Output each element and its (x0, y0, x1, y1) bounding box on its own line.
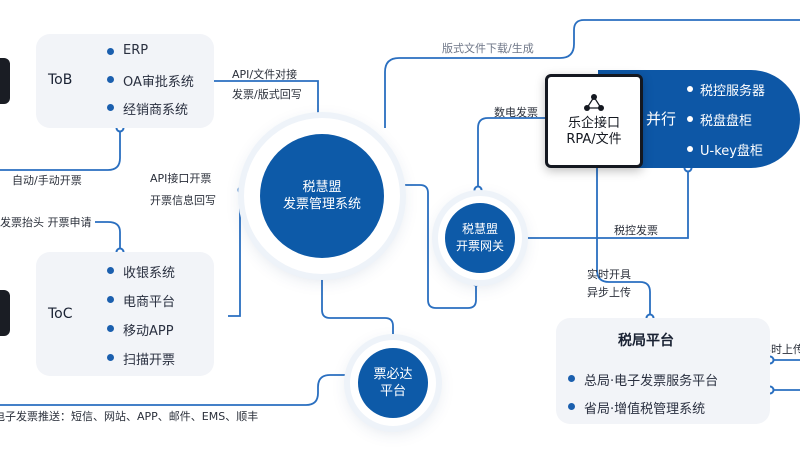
tob-title: ToB (48, 72, 73, 88)
gateway-node: 税慧盟 开票网关 (438, 196, 522, 280)
toc-item-scan: 扫描开票 (106, 349, 175, 368)
label-api-file: API/文件对接 (232, 68, 298, 81)
gateway-line2: 开票网关 (455, 239, 504, 253)
gateway-line1: 税慧盟 (461, 222, 498, 236)
label-invoice-writeback: 发票/版式回写 (232, 88, 302, 101)
center-line2: 发票管理系统 (282, 197, 361, 212)
rpa-box: 乐企接口 RPA/文件 (545, 74, 643, 168)
label-api-invoice: API接口开票 (150, 172, 212, 185)
parallel-label: 并行 (646, 110, 677, 128)
delivery-node: 票必达 平台 (350, 340, 436, 426)
rpa-line2: RPA/文件 (566, 132, 622, 147)
toc-item-ecommerce: 电商平台 (106, 291, 175, 310)
center-system-node: 税慧盟 发票管理系统 (244, 118, 400, 274)
delivery-line1: 票必达 (373, 367, 413, 382)
label-invoice-info-writeback: 开票信息回写 (150, 194, 216, 207)
tob-item-oa: OA审批系统 (107, 71, 194, 90)
toc-title: ToC (48, 306, 73, 322)
label-auto-manual: 自动/手动开票 (12, 174, 82, 187)
label-push-channels: 电子发票推送：短信、网站、APP、邮件、EMS、顺丰 (0, 410, 259, 423)
tax-bureau-title: 税局平台 (618, 333, 674, 349)
tax-bureau-item-provincial: 省局·增值税管理系统 (567, 398, 705, 417)
network-icon (584, 94, 604, 111)
delivery-core: 票必达 平台 (358, 348, 428, 418)
label-realtime-async: 实时开具 异步上传 (587, 268, 631, 299)
label-realtime-upload: 实时上传 (760, 343, 800, 356)
parallel-item-server: 税控服务器 (686, 80, 765, 99)
center-system-core: 税慧盟 发票管理系统 (260, 134, 384, 258)
gateway-core: 税慧盟 开票网关 (445, 203, 515, 273)
delivery-line2: 平台 (379, 384, 406, 399)
rpa-line1: 乐企接口 (567, 116, 620, 131)
toc-panel: ToC 收银系统 电商平台 移动APP 扫描开票 (36, 252, 214, 376)
device-bottom (0, 290, 10, 336)
tax-bureau-panel: 税局平台 总局·电子发票服务平台 省局·增值税管理系统 (556, 318, 770, 424)
tax-bureau-item-national: 总局·电子发票服务平台 (567, 370, 718, 389)
tob-item-dealer: 经销商系统 (106, 99, 188, 118)
label-layout-download: 版式文件下载/生成 (442, 42, 534, 55)
center-line1: 税慧盟 (302, 180, 342, 195)
device-top (0, 58, 10, 104)
label-tax-control-invoice: 税控发票 (614, 224, 658, 237)
parallel-item-ukey: U-key盘柜 (687, 140, 763, 159)
parallel-item-disk: 税盘盘柜 (686, 110, 752, 129)
label-header-request: 发票抬头 开票申请 (0, 216, 92, 229)
toc-item-mobile: 移动APP (107, 320, 174, 339)
tob-panel: ToB ERP OA审批系统 经销商系统 (36, 34, 214, 128)
toc-item-pos: 收银系统 (106, 262, 175, 281)
tob-item-erp: ERP (106, 43, 149, 58)
label-digital-invoice: 数电发票 (494, 106, 538, 119)
